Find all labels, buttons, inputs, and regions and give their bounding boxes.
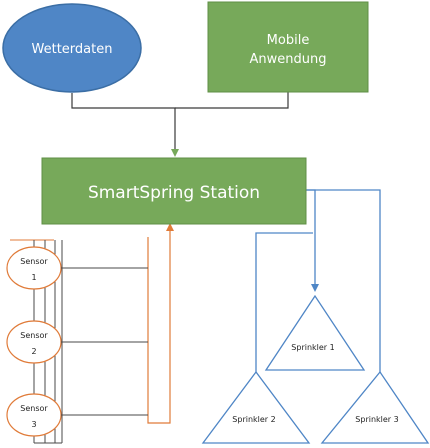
station-node: SmartSpring Station [41,157,307,225]
wetterdaten-label: Wetterdaten [32,42,113,57]
sprinkler-1: Sprinkler 1 [264,294,366,371]
sensor-3-number: 3 [31,420,36,429]
sensor-3: Sensor 3 [6,393,148,437]
wetterdaten-node: Wetterdaten [2,3,142,93]
mobile-app-label-line2: Anwendung [250,52,327,67]
station-label: SmartSpring Station [88,183,260,203]
connector-top [71,92,289,157]
sensor-2: Sensor 2 [6,320,148,364]
connector-station-sprinklers [252,189,384,402]
connector-sensors-station [147,223,174,424]
sensor-1-name: Sensor [20,257,48,266]
sensor-2-name: Sensor [20,331,48,340]
sensor-2-number: 2 [31,347,36,356]
sensor-1-number: 1 [31,273,36,282]
sensor-1: Sensor 1 [6,246,148,290]
mobile-app-label-line1: Mobile [267,33,310,48]
sensor-3-name: Sensor [20,404,48,413]
sprinkler-2-label: Sprinkler 2 [232,415,275,424]
sprinkler-3: Sprinkler 3 [320,370,430,444]
sprinkler-1-label: Sprinkler 1 [291,343,334,352]
mobile-app-node: Mobile Anwendung [207,1,369,93]
sprinkler-2: Sprinkler 2 [201,370,311,444]
sprinkler-3-label: Sprinkler 3 [355,415,398,424]
